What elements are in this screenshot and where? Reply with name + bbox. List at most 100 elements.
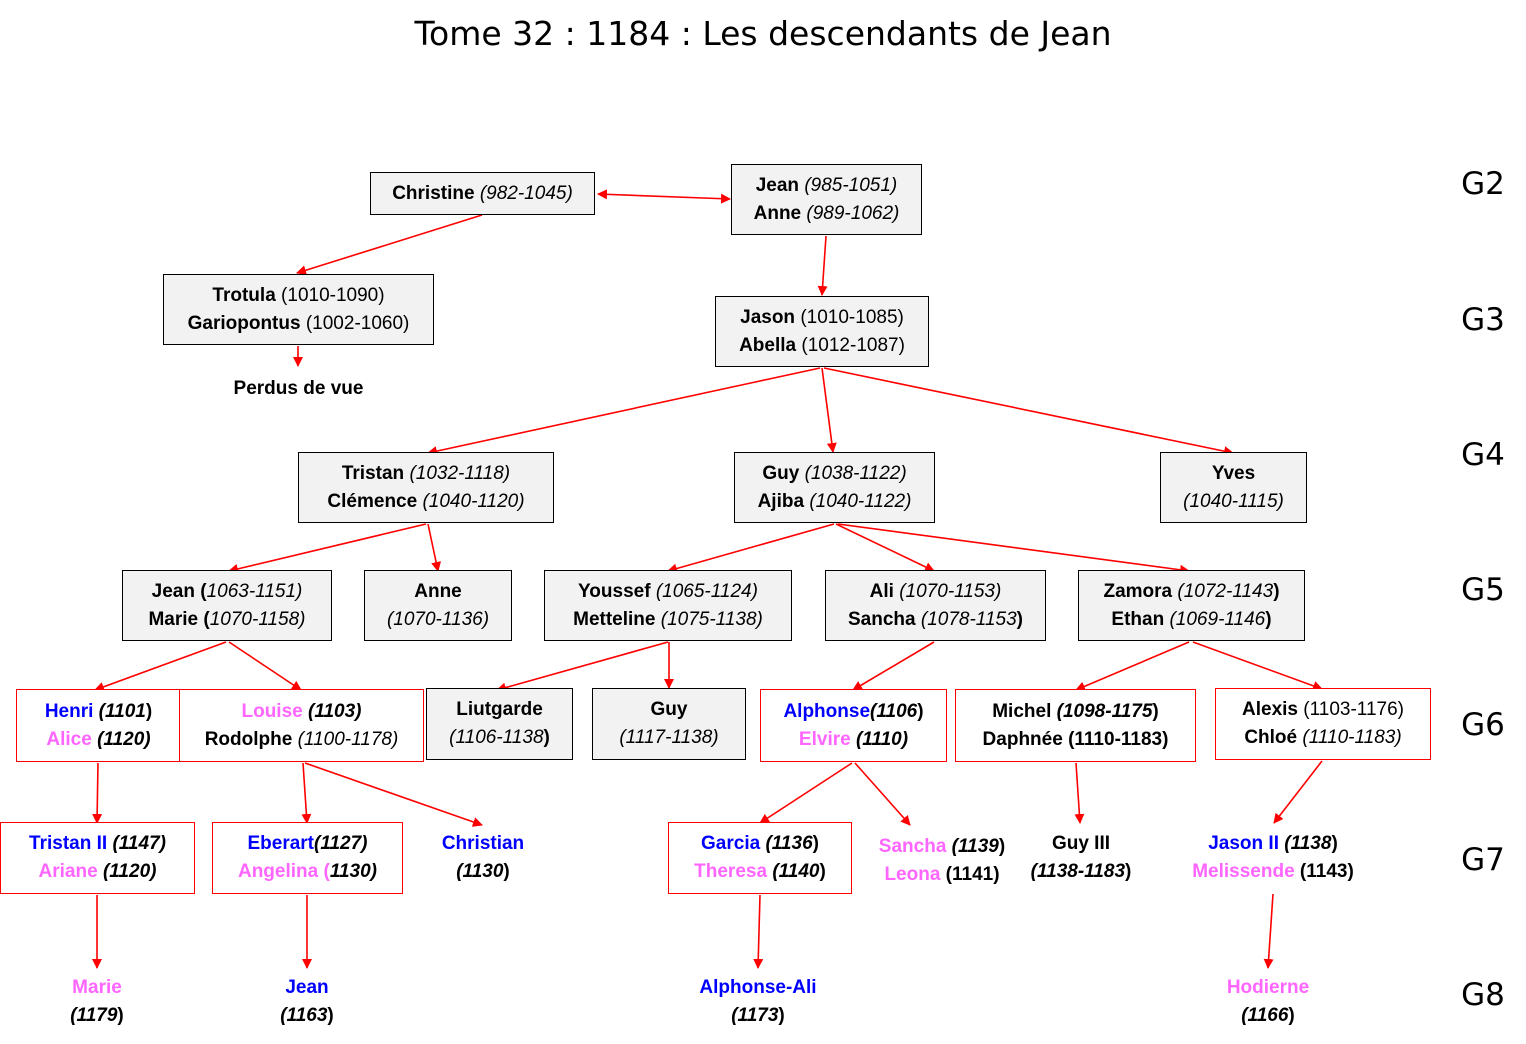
person-text: (1100-1178) xyxy=(297,728,399,750)
person-line: Jean (1063-1151) xyxy=(152,578,303,606)
person-text: (1101 xyxy=(98,700,146,722)
person-text: (1002-1060) xyxy=(305,312,410,334)
person-line: Ethan (1069-1146) xyxy=(1111,606,1271,634)
lost-track-label: Perdus de vue xyxy=(200,374,397,404)
person-line: Leona (1141) xyxy=(884,861,999,889)
person-text: (1069-1146 xyxy=(1169,608,1266,630)
arrow-tristan-jean xyxy=(228,523,427,574)
person-text: (1012-1087) xyxy=(801,334,905,356)
person-line: Tristan II (1147) xyxy=(29,830,166,858)
page-title: Tome 32 : 1184 : Les descendants de Jean xyxy=(414,14,1112,53)
person-text: (1140 xyxy=(772,861,820,882)
person-label-christian: Christian(1130) xyxy=(408,829,558,887)
arrow-guy-zamora xyxy=(837,523,1190,575)
person-text: (1070-1153) xyxy=(899,580,1002,602)
arrow-henri-tristan2 xyxy=(92,762,103,824)
person-text: (1110-1183) xyxy=(1302,727,1402,748)
arrow-youssef-liutgarde xyxy=(496,641,669,693)
person-text: Metteline xyxy=(573,608,661,630)
person-text: Zamora xyxy=(1103,580,1178,602)
person-line: Christian xyxy=(442,830,524,858)
person-text: Alexis xyxy=(1242,699,1304,720)
person-text: ) xyxy=(778,1005,785,1026)
person-text: ) xyxy=(1265,608,1272,630)
person-text: (1103) xyxy=(308,700,362,722)
person-text: Marie xyxy=(148,608,204,630)
person-line: (1138-1183) xyxy=(1031,858,1132,886)
generation-label-g7: G7 xyxy=(1461,842,1505,878)
person-text: ) xyxy=(327,1005,334,1026)
person-line: Perdus de vue xyxy=(234,375,364,403)
person-line: Sancha (1139) xyxy=(879,833,1005,861)
person-text: ) xyxy=(1288,1005,1295,1026)
person-line: Jason (1010-1085) xyxy=(740,304,904,332)
person-text: (1166 xyxy=(1241,1005,1289,1026)
person-text: Alphonse xyxy=(783,700,871,722)
person-text: ) xyxy=(145,700,153,722)
person-text: (1163 xyxy=(280,1005,328,1026)
person-box-alphonse-elvire: Alphonse(1106)Elvire (1110) xyxy=(760,689,947,762)
person-text: (1138 xyxy=(1284,833,1332,854)
person-text: Gariopontus xyxy=(187,312,306,334)
person-text: 1130) xyxy=(329,861,378,882)
person-text: Clémence xyxy=(327,490,423,512)
person-box-guy: Guy(1117-1138) xyxy=(592,688,746,760)
person-line: Marie (1070-1158) xyxy=(148,606,305,634)
person-text: (1138-1183 xyxy=(1030,861,1126,882)
person-text: Jean xyxy=(285,977,329,998)
arrow-jean-jason xyxy=(817,235,828,296)
person-line: Marie xyxy=(72,974,122,1002)
person-text: Yves xyxy=(1211,462,1256,484)
person-line: Youssef (1065-1124) xyxy=(578,578,758,606)
arrow-jean-louise xyxy=(228,641,302,691)
person-text: Chloé xyxy=(1244,727,1303,748)
person-text: (1173 xyxy=(731,1005,779,1026)
person-line: Theresa (1140) xyxy=(694,858,826,886)
person-text: (1072-1143 xyxy=(1177,580,1274,602)
person-box-trotula-gariopontus: Trotula (1010-1090)Gariopontus (1002-106… xyxy=(163,274,434,345)
person-text: ) xyxy=(1331,833,1338,854)
person-text: (1110) xyxy=(855,728,909,750)
person-line: Ajiba (1040-1122) xyxy=(758,488,912,516)
arrow-zamora-michel xyxy=(1075,641,1190,692)
person-box-jason-abella: Jason (1010-1085)Abella (1012-1087) xyxy=(715,296,929,367)
person-line: Clémence (1040-1120) xyxy=(327,488,524,516)
arrow-jean-henri xyxy=(94,641,227,692)
person-line: Guy xyxy=(651,696,688,724)
arrow-michel-guy3 xyxy=(1074,762,1085,824)
person-text: Marie xyxy=(72,977,122,998)
person-box-ali-sancha: Ali (1070-1153)Sancha (1078-1153) xyxy=(825,570,1046,641)
person-label-jean: Jean (1163) xyxy=(247,973,367,1031)
person-text: ) xyxy=(917,700,924,722)
person-text: Ethan xyxy=(1111,608,1170,630)
person-box-liutgarde: Liutgarde(1106-1138) xyxy=(426,688,573,760)
person-line: Guy (1038-1122) xyxy=(762,460,906,488)
arrow-jason-tristan xyxy=(427,367,821,456)
person-box-tristan2-ariane: Tristan II (1147)Ariane (1120) xyxy=(0,822,195,894)
generation-label-g8: G8 xyxy=(1461,977,1505,1013)
person-line: Michel (1098-1175) xyxy=(992,698,1159,726)
person-line: Yves xyxy=(1212,460,1255,488)
generation-label-g2: G2 xyxy=(1461,166,1505,202)
person-line: Gariopontus (1002-1060) xyxy=(188,310,410,338)
person-text: ( xyxy=(200,580,207,602)
arrow-garcia-alphonseali xyxy=(753,894,764,969)
person-text: Youssef xyxy=(578,580,656,602)
person-text: (1127) xyxy=(314,833,368,854)
person-line: (1070-1136) xyxy=(387,606,489,634)
person-text: (1065-1124) xyxy=(655,580,758,602)
person-text: Elvire xyxy=(798,728,856,750)
person-text: (1038-1122) xyxy=(804,462,907,484)
person-text: (1040-1122) xyxy=(809,490,912,512)
person-text: Liutgarde xyxy=(456,699,543,720)
person-text: Jean xyxy=(151,580,201,602)
person-line: Sancha (1078-1153) xyxy=(848,606,1023,634)
person-text: (1010-1085) xyxy=(800,306,904,328)
person-text: Perdus de vue xyxy=(233,378,364,399)
person-line: Ariane (1120) xyxy=(39,858,157,886)
person-text: (1040-1120) xyxy=(422,490,525,512)
person-text: Leona xyxy=(884,864,946,885)
person-line: Henri (1101) xyxy=(45,698,152,726)
person-label-alphonse-ali: Alphonse-Ali(1173) xyxy=(678,973,838,1031)
person-label-sancha-leona: Sancha (1139)Leona (1141) xyxy=(862,832,1022,890)
